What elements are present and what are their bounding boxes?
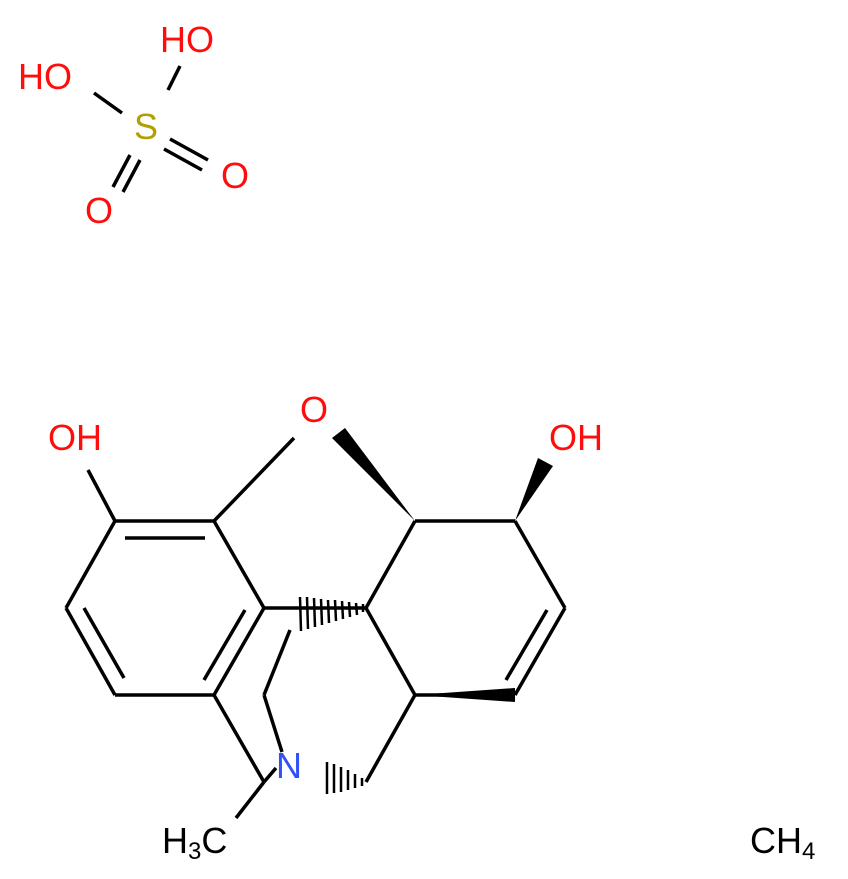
bond-n-c10 [262, 766, 278, 784]
bond-ar-c10 [212, 694, 266, 783]
bond-c14-quat [364, 607, 417, 696]
hash-7 [319, 598, 324, 626]
bond-ar-5 [64, 607, 117, 696]
label-methyl-sub: 3 [188, 838, 201, 865]
hash-5 [333, 599, 338, 622]
bond-s-o-right-a [169, 137, 209, 162]
bond-s-o-right-b [163, 147, 203, 172]
label-methyl: H3C [162, 820, 227, 865]
hash-bonds [298, 596, 365, 794]
bond-ar-2 [212, 520, 266, 609]
bond-s-o-bottom-b [121, 159, 142, 193]
bond-ar-3-inner [202, 609, 247, 681]
bond-ar-6 [64, 520, 117, 609]
label-methane: CH4 [750, 820, 815, 865]
bond-c6-c7 [513, 520, 567, 609]
bond-s-o-bottom-a [111, 154, 132, 188]
bond-ether-a [212, 436, 296, 523]
label-o-bottom: O [85, 190, 113, 231]
bond-s-oh-top [166, 65, 182, 91]
label-methane-main: CH [750, 820, 802, 861]
morphine-bonds [64, 436, 567, 820]
hash-6 [326, 599, 331, 624]
bond-c7-c8 [513, 607, 567, 696]
bond-bridge-a [262, 629, 292, 696]
bond-ar-5-inner [82, 607, 126, 679]
bond-phenol [86, 469, 117, 522]
bond-ar-3 [212, 607, 266, 696]
bond-n-methyl [234, 780, 266, 820]
label-phenol-oh: OH [48, 417, 102, 458]
hash-10 [298, 596, 303, 632]
hash-3 [347, 601, 352, 618]
label-o-right: O [221, 155, 249, 196]
label-oh-top: HO [160, 19, 214, 60]
hash-9 [305, 596, 310, 630]
bond-bridge-b [262, 694, 284, 753]
hash-8 [312, 597, 317, 628]
label-ether-o: O [300, 389, 328, 430]
bond-s-oh-left [92, 91, 124, 115]
wedge-c14 [415, 688, 515, 702]
sulfate-bonds [92, 65, 209, 193]
label-alcohol-oh: OH [549, 417, 603, 458]
bond-c7-c8-inner [504, 609, 549, 681]
label-methyl-c: C [201, 820, 227, 861]
bond-quat-c5 [364, 520, 417, 609]
label-sulfur: S [134, 106, 158, 147]
wedge-bonds [332, 428, 553, 702]
wedge-ether [332, 428, 415, 521]
label-amine-n: N [276, 745, 302, 786]
label-methyl-h: H [162, 820, 188, 861]
label-oh-left: HO [18, 56, 72, 97]
hash-2 [354, 602, 359, 616]
hash-4 [340, 600, 345, 620]
bond-c14-c9 [364, 694, 417, 783]
wedge-alcohol [515, 458, 553, 521]
label-methane-sub: 4 [802, 838, 815, 865]
